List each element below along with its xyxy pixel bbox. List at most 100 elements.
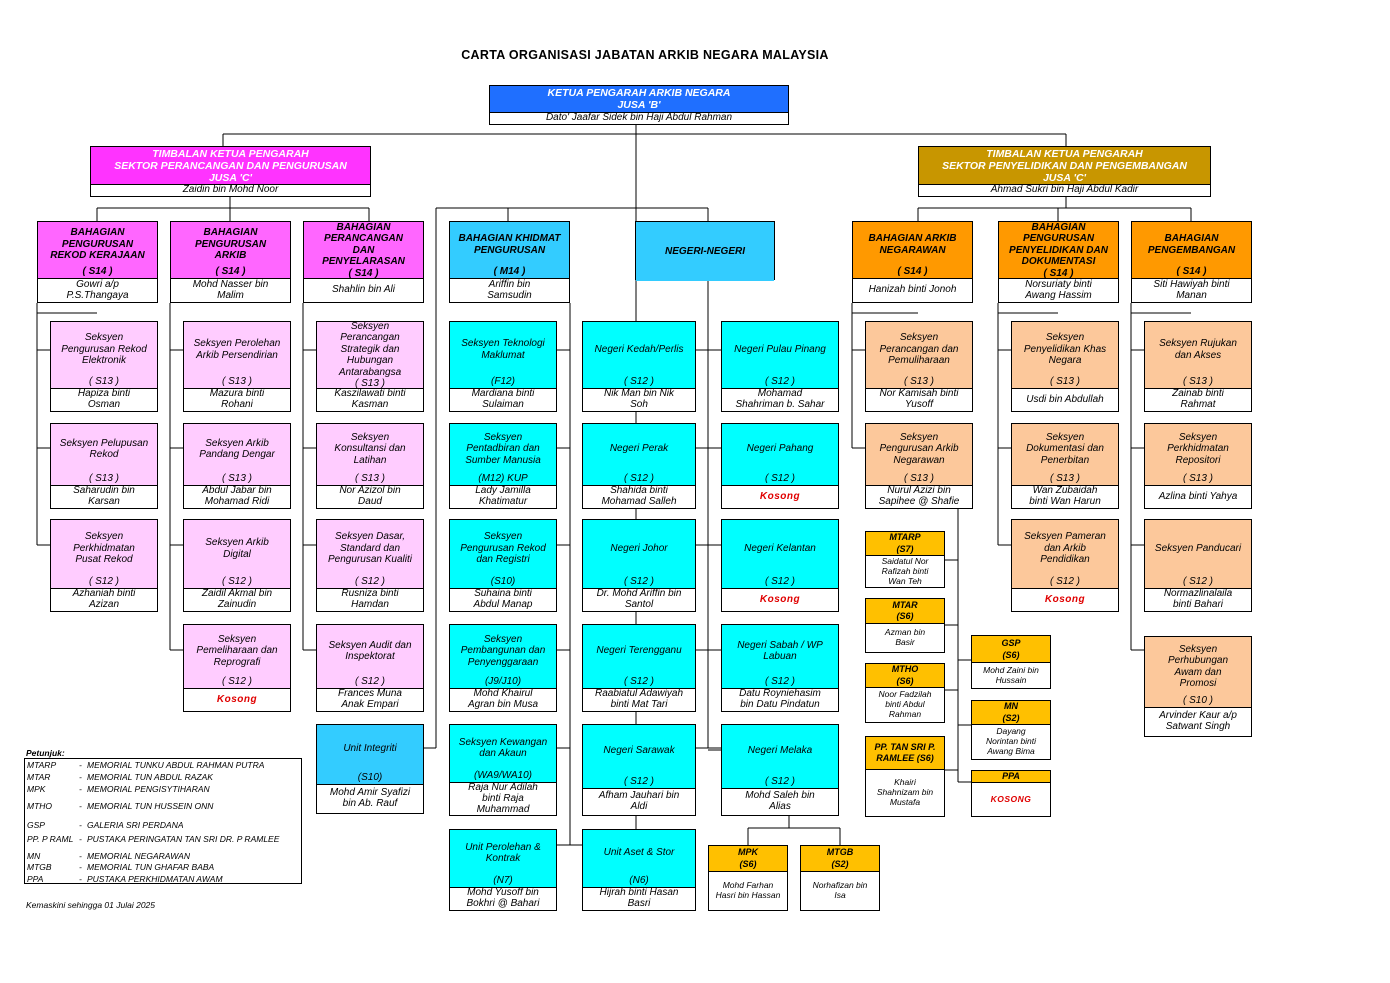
unit-label-line: Negeri Sarawak [603,745,675,757]
unit-label-line: BAHAGIAN [203,227,258,239]
unit-grade: (S10) [490,576,516,587]
unit-label-line: PENGEMBANGAN [1147,244,1236,256]
unit-label-line: Seksyen [483,431,523,443]
unit-label-line: Negeri Terengganu [596,645,682,657]
unit-box-n4[interactable]: Negeri Terengganu( S12 )Raabiatul Adawiy… [582,624,696,712]
unit-label-line: BAHAGIAN [1164,233,1219,244]
officer-name: Normazlinalaila [1163,588,1233,599]
legend-abbrev: PP. P RAML [27,834,74,844]
officer-name: binti Abdul [885,699,925,709]
unit-label-line: Seksyen Teknologi [461,338,545,349]
unit-box-n9[interactable]: Negeri Kelantan( S12 )Kosong [721,519,839,612]
unit-grade: ( S12 ) [623,776,654,787]
unit-box-n1[interactable]: Negeri Kedah/Perlis( S12 )Nik Man bin Ni… [582,321,696,412]
officer-name: Shahida binti [610,485,668,496]
unit-label-line: MTHO [891,664,919,675]
officer-name: Mohd Saleh bin [745,790,815,801]
legend-abbrev: MTHO [27,801,53,811]
unit-grade: ( S13 ) [221,473,252,484]
unit-label-line: Elektronik [82,355,126,367]
director-general-box[interactable]: KETUA PENGARAH ARKIB NEGARA JUSA 'B' Dat… [489,85,789,125]
officer-name: Malim [217,289,244,301]
deputy-planning-box[interactable]: TIMBALAN KETUA PENGARAH SEKTOR PERANCANG… [90,146,371,197]
unit-box-b5[interactable]: NEGERI-NEGERI [635,221,775,281]
legend-description: MEMORIAL TUN GHAFAR BABA [87,862,215,872]
unit-label-line: Unit Perolehan & [465,841,541,853]
vacant-label: Kosong [1044,593,1086,605]
officer-name: Norhafizan bin [812,880,868,890]
unit-label-line: Hubungan [346,355,394,367]
unit-label-line: PENGURUSAN [61,238,134,250]
unit-box-n8[interactable]: Negeri Pahang( S12 )Kosong [721,423,839,509]
officer-name: Samsudin [487,289,532,301]
unit-label-line: Pemeliharaan dan [196,645,278,657]
unit-label-line: GSP [1001,637,1021,648]
unit-label-line: Promosi [1179,678,1217,689]
legend-description: MEMORIAL TUN ABDUL RAZAK [87,772,213,782]
officer-name: Nor Kamisah binti [879,388,959,399]
unit-label-line: Perhubungan [1167,655,1229,666]
officer-name: Basri [627,898,651,909]
unit-grade: (S7) [896,543,914,554]
unit-box-s4f[interactable]: Unit Perolehan &Kontrak(N7)Mohd Yusoff b… [449,829,557,911]
unit-grade: ( S13 ) [1049,376,1080,387]
deputy-research-box[interactable]: TIMBALAN KETUA PENGARAH SEKTOR PENYELIDI… [918,146,1211,197]
unit-label-line: Negeri Sabah / WP [737,639,823,651]
officer-name: Norintan binti [985,736,1037,746]
officer-name: Mohamad Salleh [601,496,677,507]
unit-label-line: BAHAGIAN [1031,221,1086,233]
unit-label-line: Rekod [89,449,119,460]
vacant-label: KOSONG [990,793,1032,804]
legend-description: MEMORIAL PENGISYTIHARAN [87,784,210,794]
